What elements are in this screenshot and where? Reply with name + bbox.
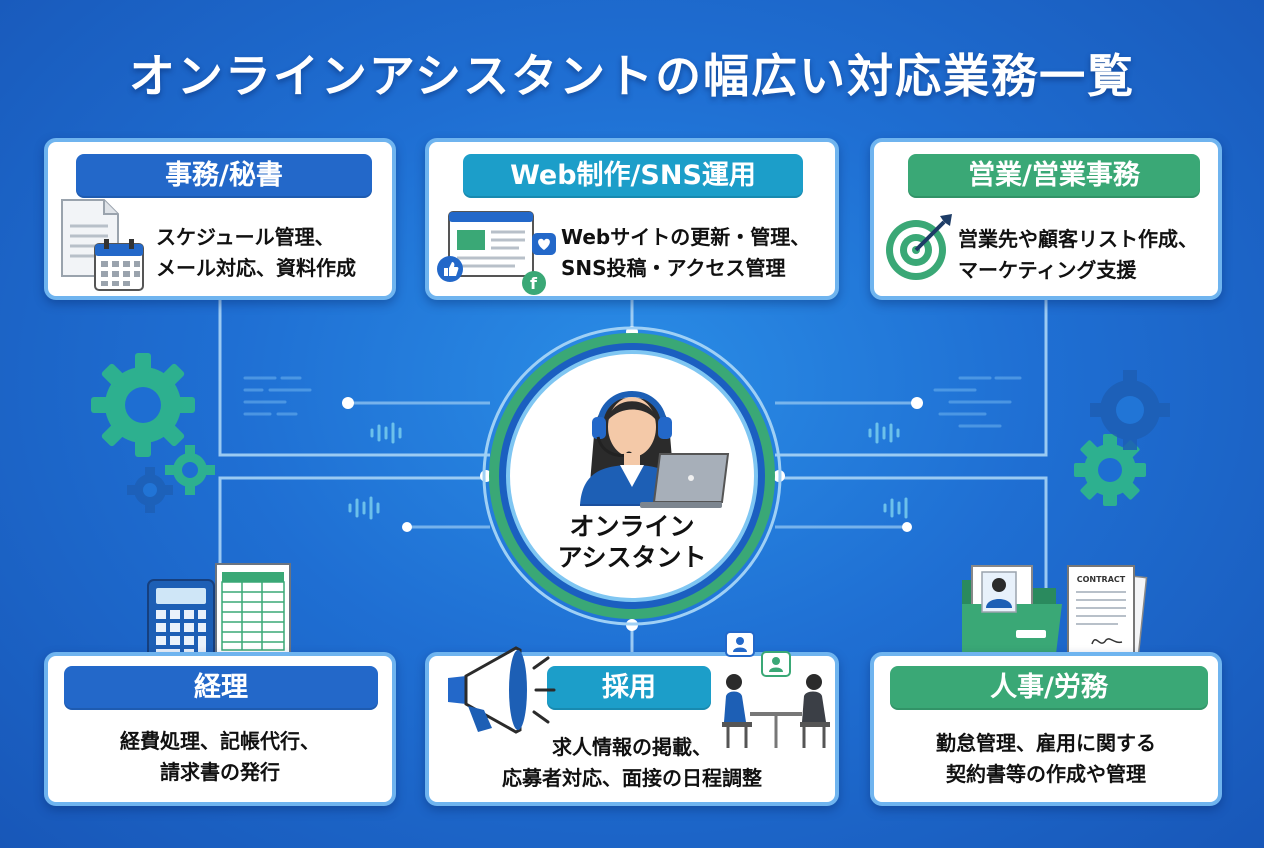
card-web-desc: Webサイトの更新・管理、 SNS投稿・アクセス管理 [561, 222, 841, 284]
laptop-icon [640, 453, 730, 508]
card-recruit-label: 採用 [547, 666, 711, 710]
spreadsheet-icon [215, 563, 291, 659]
card-secretary-label: 事務/秘書 [76, 154, 372, 198]
svg-text:f: f [530, 274, 538, 293]
profile-icon [981, 571, 1017, 613]
target-icon [886, 214, 952, 280]
like-icon [437, 256, 463, 282]
card-web: Web制作/SNS運用 f Webサイトの更新・管理、 SNS投稿・アクセス管理 [425, 138, 839, 300]
card-recruit-line2: 応募者対応、面接の日程調整 [502, 766, 762, 790]
card-hr-line1: 勤怠管理、雇用に関する [936, 731, 1156, 755]
card-recruit-line1: 求人情報の掲載、 [552, 735, 712, 759]
page-title: オンラインアシスタントの幅広い対応業務一覧 [128, 49, 1136, 103]
card-accounting: 経理 経費処理、記帳代行、 請求書の発行 [44, 652, 396, 806]
card-hr: 人事/労務 勤怠管理、雇用に関する 契約書等の作成や管理 [870, 652, 1222, 806]
card-accounting-label: 経理 [64, 666, 378, 710]
card-accounting-line1: 経費処理、記帳代行、 [120, 729, 320, 753]
card-web-label: Web制作/SNS運用 [463, 154, 803, 198]
hub-label: オンライン アシスタント [525, 511, 739, 573]
card-sales-line1: 営業先や顧客リスト作成、 [958, 227, 1198, 251]
card-accounting-line2: 請求書の発行 [160, 760, 280, 784]
contract-label: CONTRACT [1077, 575, 1126, 584]
card-secretary: 事務/秘書 スケジュール管理、 メール対応、資料作成 [44, 138, 396, 300]
card-hr-label: 人事/労務 [890, 666, 1208, 710]
card-secretary-line1: スケジュール管理、 [156, 225, 335, 249]
facebook-icon: f [522, 271, 546, 295]
card-secretary-line2: メール対応、資料作成 [156, 256, 356, 280]
card-sales: 営業/営業事務 営業先や顧客リスト作成、 マーケティング支援 [870, 138, 1222, 300]
contract-icon: CONTRACT [1067, 565, 1148, 669]
megaphone-icon [448, 646, 556, 734]
interview-icon [722, 631, 830, 748]
card-hr-desc: 勤怠管理、雇用に関する 契約書等の作成や管理 [874, 728, 1218, 790]
hub-label-line1: オンライン [569, 512, 695, 541]
card-sales-label: 営業/営業事務 [908, 154, 1200, 198]
card-recruit-desc: 求人情報の掲載、 応募者対応、面接の日程調整 [429, 732, 835, 794]
card-sales-desc: 営業先や顧客リスト作成、 マーケティング支援 [958, 224, 1226, 286]
gear-icon [91, 353, 215, 495]
hub-label-line2: アシスタント [557, 543, 707, 572]
calendar-icon [94, 239, 144, 291]
gear-icon [1074, 434, 1146, 506]
heart-icon [532, 233, 556, 255]
card-hr-line2: 契約書等の作成や管理 [946, 762, 1146, 786]
card-secretary-desc: スケジュール管理、 メール対応、資料作成 [156, 222, 396, 284]
card-sales-line2: マーケティング支援 [958, 258, 1137, 282]
card-web-line1: Webサイトの更新・管理、 [561, 225, 811, 249]
card-accounting-desc: 経費処理、記帳代行、 請求書の発行 [48, 726, 392, 788]
card-web-line2: SNS投稿・アクセス管理 [561, 256, 786, 280]
browser-icon [448, 211, 534, 277]
